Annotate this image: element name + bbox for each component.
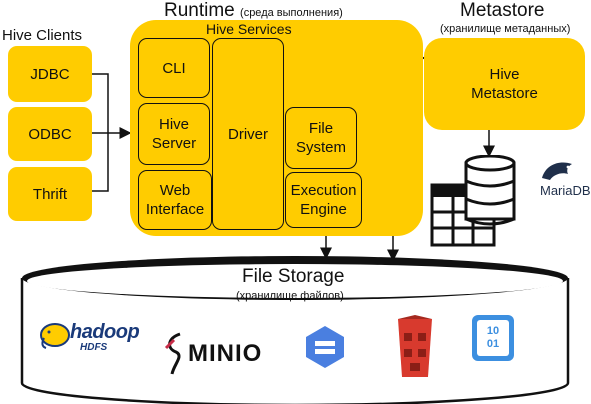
runtime-title: Runtime (среда выполнения) bbox=[164, 0, 343, 22]
runtime-title-text: Runtime bbox=[164, 0, 235, 21]
azure-bits-line-1: 10 bbox=[486, 325, 500, 337]
runtime-subtitle: (среда выполнения) bbox=[240, 7, 343, 19]
hadoop-elephant-icon bbox=[40, 323, 70, 349]
database-icon bbox=[430, 155, 516, 247]
execution-engine-box: Execution Engine bbox=[285, 172, 362, 228]
hive-metastore-box: Hive Metastore bbox=[424, 38, 585, 130]
minio-bird-icon bbox=[164, 332, 181, 375]
web-interface-box: Web Interface bbox=[138, 170, 212, 230]
hive-metastore-label-2: Metastore bbox=[471, 85, 538, 102]
azure-bits-line-2: 01 bbox=[486, 338, 500, 350]
azure-blob-storage-icon: 10 01 bbox=[472, 315, 514, 361]
web-interface-label-1: Web bbox=[159, 182, 191, 199]
minio-label: MINIO bbox=[188, 340, 263, 367]
file-system-label-2: System bbox=[295, 139, 346, 156]
mariadb-seal-icon bbox=[542, 162, 572, 180]
hive-server-box: Hive Server bbox=[138, 103, 210, 165]
google-cloud-storage-icon bbox=[306, 326, 344, 368]
metastore-subtitle: (хранилище метаданных) bbox=[440, 23, 571, 35]
client-jdbc: JDBC bbox=[8, 46, 92, 102]
amazon-s3-icon bbox=[398, 315, 432, 377]
file-storage-subtitle: (хранилище файлов) bbox=[236, 290, 344, 302]
client-thrift: Thrift bbox=[8, 167, 92, 221]
cli-box: CLI bbox=[138, 38, 210, 98]
file-system-box: File System bbox=[285, 107, 357, 169]
hive-server-label-1: Hive bbox=[158, 116, 189, 133]
client-odbc-label: ODBC bbox=[28, 125, 72, 143]
hadoop-label: hadoop bbox=[70, 321, 140, 343]
execution-engine-label-1: Execution bbox=[290, 182, 357, 199]
file-system-label-1: File bbox=[308, 120, 334, 137]
cli-label: CLI bbox=[162, 59, 186, 77]
client-odbc: ODBC bbox=[8, 107, 92, 161]
metastore-title: Metastore bbox=[460, 0, 545, 21]
hive-server-label-2: Server bbox=[151, 135, 197, 152]
clients-title: Hive Clients bbox=[2, 27, 83, 44]
driver-label: Driver bbox=[228, 125, 268, 143]
execution-engine-label-2: Engine bbox=[300, 201, 347, 218]
client-jdbc-label: JDBC bbox=[30, 65, 70, 83]
hive-services-title: Hive Services bbox=[206, 21, 292, 37]
mariadb-label: MariaDB bbox=[540, 183, 591, 198]
driver-box: Driver bbox=[212, 38, 284, 230]
hdfs-label: HDFS bbox=[80, 342, 108, 353]
client-thrift-label: Thrift bbox=[32, 185, 68, 203]
file-storage-title: File Storage bbox=[242, 266, 345, 287]
hive-metastore-label-1: Hive bbox=[489, 66, 520, 83]
jdbc-connector bbox=[92, 73, 109, 133]
web-interface-label-2: Interface bbox=[145, 201, 205, 218]
azure-inner-panel: 10 01 bbox=[477, 320, 509, 356]
thrift-connector bbox=[92, 133, 109, 192]
